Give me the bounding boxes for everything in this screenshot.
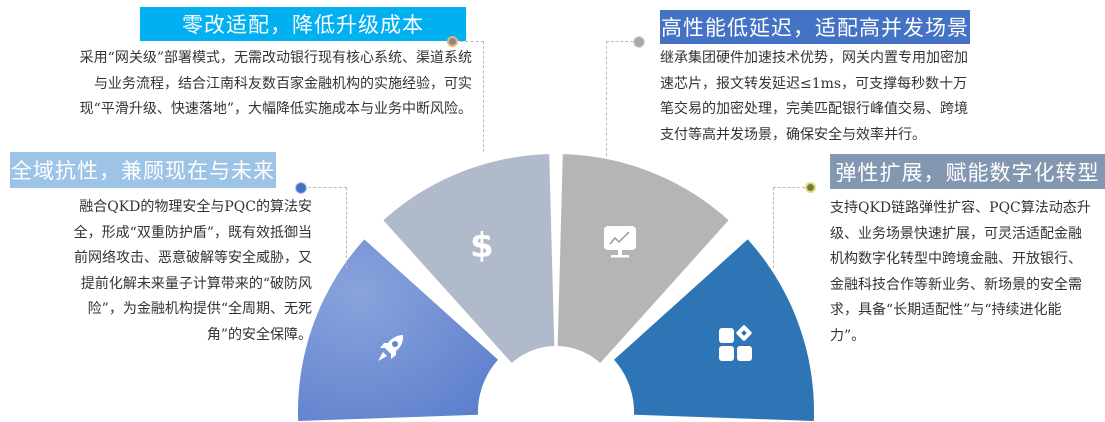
connector-dot [447, 36, 458, 47]
connector-dot [805, 182, 816, 193]
connector-line [308, 187, 347, 268]
wedge-zero-adaptation [383, 154, 555, 363]
card-title-zero-adaptation: 零改适配，降低升级成本 [140, 7, 466, 41]
card-title-high-performance: 高性能低延迟，适配高并发场景 [660, 10, 970, 44]
monitor-chart-icon [604, 226, 636, 258]
card-desc-elastic-expansion: 支持QKD链路弹性扩容、PQC算法动态升级、业务场景快速扩展，可灵活适配金融机构… [830, 200, 1091, 344]
card-title-global-resistance: 全域抗性，兼顾现在与未来 [10, 152, 276, 188]
wedge-high-performance [557, 154, 729, 363]
connector-dot [633, 36, 645, 48]
card-title-elastic-expansion: 弹性扩展，赋能数字化转型 [830, 154, 1105, 189]
wedge-global-resistance [298, 239, 498, 421]
card-desc-zero-adaptation: 采用“网关级”部署模式，无需改动银行现有核心系统、渠道系统与业务流程，结合江南科… [79, 50, 472, 117]
rocket-icon [378, 335, 404, 361]
wedge-elastic-expansion [614, 239, 814, 421]
card-desc-high-performance: 继承集团硬件加速技术优势，网关内置专用加密加速芯片，报文转发延迟≤1ms，可支撑… [660, 50, 968, 143]
connector-line [773, 187, 805, 268]
dollar-icon: $ [470, 226, 494, 266]
connector-line [606, 41, 633, 156]
card-desc-global-resistance: 融合QKD的物理安全与PQC的算法安全，形成“双重防护盾”，既有效抵御当前网络攻… [73, 199, 312, 343]
apps-icon [719, 325, 752, 361]
connector-dot [295, 182, 307, 194]
connector-line [460, 41, 484, 152]
